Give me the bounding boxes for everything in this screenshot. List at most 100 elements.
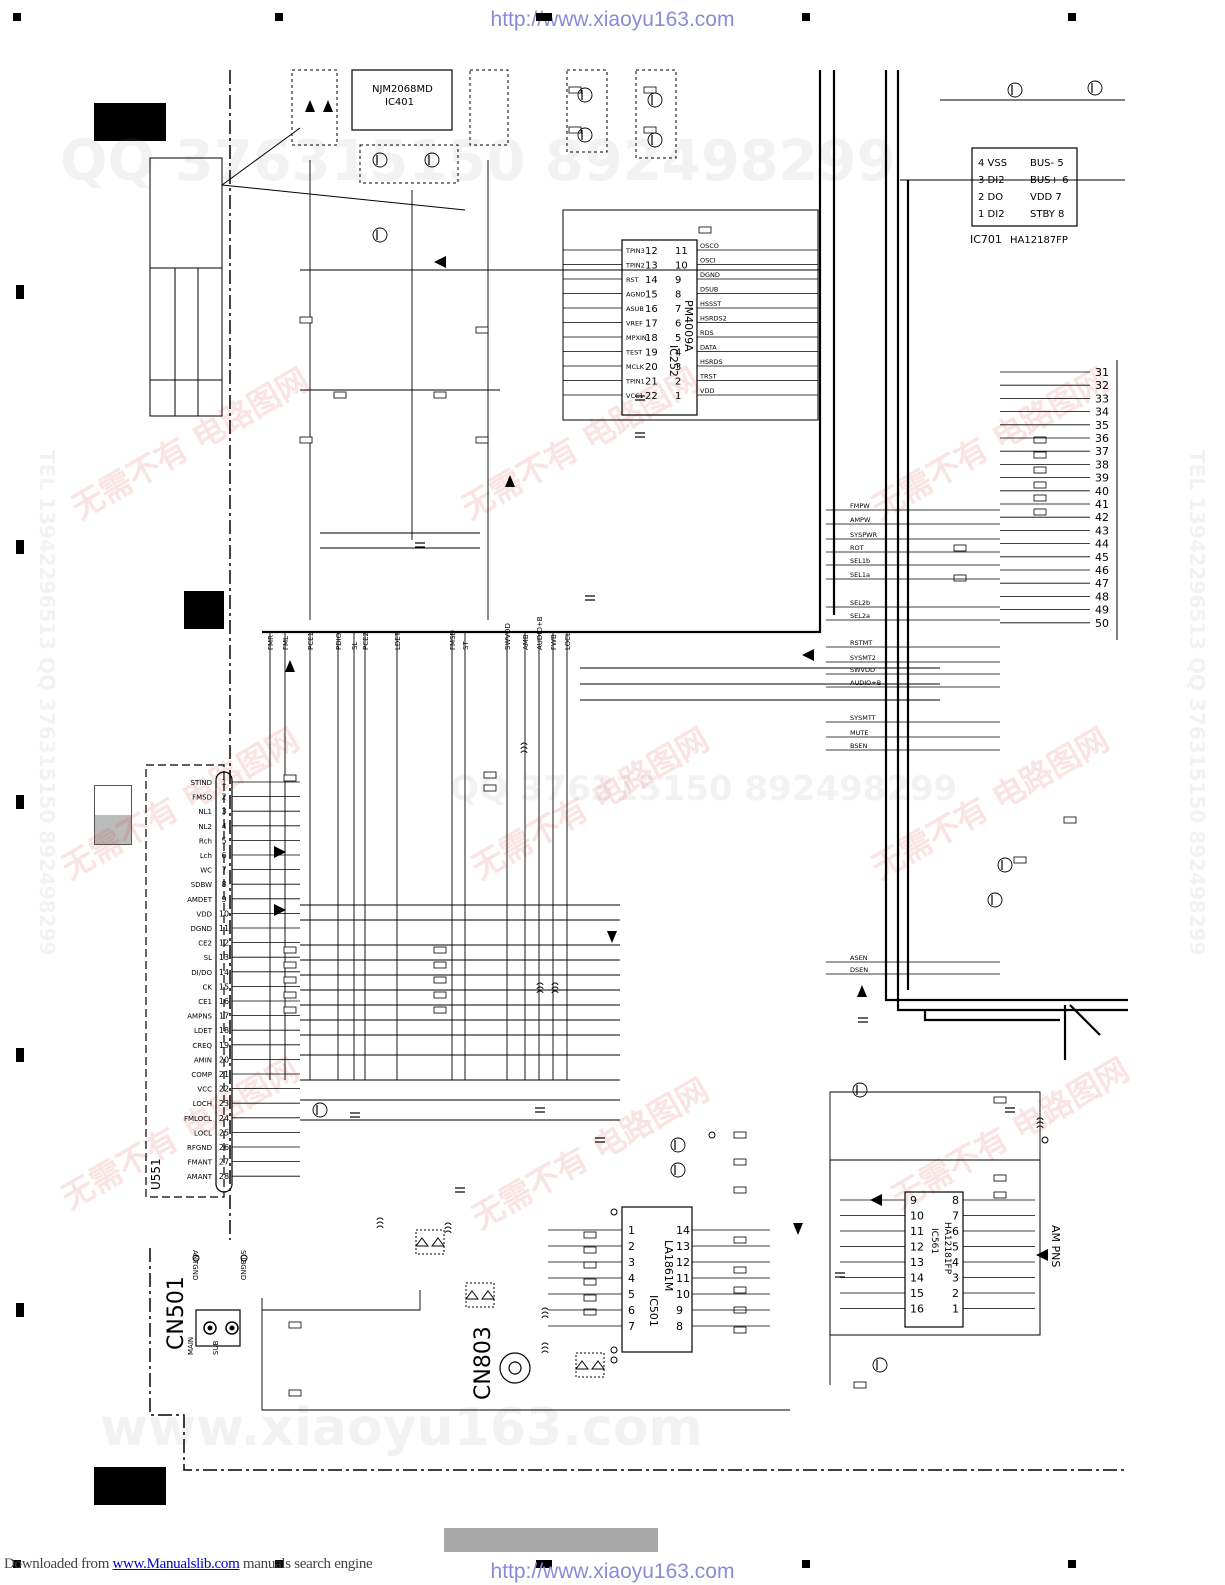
u551-pin-label: LOCH xyxy=(193,1100,212,1108)
ic501-pin-num: 14 xyxy=(676,1224,690,1237)
ic252-pin-num: 13 xyxy=(645,261,658,272)
resistor xyxy=(853,1381,867,1389)
ic252-pin-num: 12 xyxy=(645,246,658,257)
u551-pin-label: LDET xyxy=(194,1027,213,1035)
ic252-pin-num: 8 xyxy=(675,290,681,301)
ic561-pin-num: 3 xyxy=(952,1272,959,1285)
right-signal-label: BSEN xyxy=(850,742,868,750)
right-pin-num: 31 xyxy=(1095,366,1109,379)
u551-pin-label: Rch xyxy=(199,837,212,845)
right-signal-labels: FMPWAMPWSYSPWRROTSEL1bSEL1aSEL2bSEL2aRST… xyxy=(826,502,1000,975)
index-block xyxy=(94,103,166,141)
u551-pin-label: CREQ xyxy=(192,1042,212,1050)
u551-pin-label: DGND xyxy=(191,925,212,933)
resistor xyxy=(1033,466,1047,474)
resistor xyxy=(953,574,967,582)
watermark-tel-right: TEL 13942296513 QQ 376315150 892498299 xyxy=(1185,450,1209,955)
ic561-pin-num: 2 xyxy=(952,1287,959,1300)
u551-pin-label: FMSD xyxy=(192,794,212,802)
cn501-pin-antgnd: ANTGND xyxy=(191,1250,199,1280)
resistor xyxy=(288,1389,302,1397)
transistor xyxy=(1007,82,1023,98)
resistor xyxy=(283,946,297,954)
right-pin-num: 35 xyxy=(1095,419,1109,432)
ic701-label: IC701 xyxy=(970,233,1002,246)
coil xyxy=(541,1350,549,1354)
resistor xyxy=(283,991,297,999)
coil xyxy=(444,1222,452,1226)
resistor xyxy=(1033,494,1047,502)
registration-mark xyxy=(13,1560,21,1568)
coil xyxy=(376,1225,384,1229)
index-block xyxy=(184,591,224,629)
watermark-qq: QQ 376315150 892498299 xyxy=(60,129,896,194)
ic252-pin-label: DGND xyxy=(700,271,720,279)
ic252-pin-num: 2 xyxy=(675,377,681,388)
transistor xyxy=(647,92,663,108)
ic252-pin-label: OSCI xyxy=(700,257,716,265)
bottom-url[interactable]: http://www.xiaoyu163.com xyxy=(490,1560,735,1583)
u551-pin-label: CE2 xyxy=(198,940,212,948)
right-signal-label: SYSPWR xyxy=(850,531,878,539)
ic252-pin-label: AGND xyxy=(626,291,645,299)
ic561-label: IC561 xyxy=(929,1228,939,1254)
side-table xyxy=(149,127,466,417)
resistor xyxy=(1033,436,1047,444)
coil xyxy=(551,986,559,990)
ic252-pin-num: 7 xyxy=(675,304,681,315)
diode xyxy=(481,1290,495,1300)
am-pns-label: AM PNS xyxy=(1049,1225,1062,1267)
ic561-pin-num: 13 xyxy=(910,1256,924,1269)
u551-pin-num: 8 xyxy=(221,880,226,889)
registration-mark xyxy=(1068,13,1076,21)
ic701-pin-left: 3 DI2 xyxy=(978,175,1005,186)
transistor xyxy=(577,127,593,143)
u551-pin-label: LOCL xyxy=(194,1129,212,1137)
transistor xyxy=(852,1082,868,1098)
u551-pins: 1STIND2FMSD3NL14NL25Rch6Lch7WC8SDBW9AMDE… xyxy=(184,778,300,1181)
right-signal-label: AUDIO+B xyxy=(850,679,881,687)
ic501-pin-num: 12 xyxy=(676,1256,690,1269)
ic561-part: HA12181FP xyxy=(942,1222,952,1275)
ic252-pin-label: TPIN2 xyxy=(625,262,645,270)
test-point xyxy=(708,1131,716,1139)
u551-pin-num: 5 xyxy=(221,836,226,845)
resistor xyxy=(643,86,657,94)
u551-pin-label: FMANT xyxy=(188,1159,213,1167)
u551-pin-num: 26 xyxy=(219,1143,229,1152)
manualslib-link[interactable]: www.Manualslib.com xyxy=(112,1556,240,1572)
ic701-pin-left: 2 DO xyxy=(978,192,1003,203)
coil xyxy=(541,1315,549,1319)
u551-pin-label: SL xyxy=(204,954,212,962)
cn803-label: CN803 xyxy=(471,1326,496,1400)
ic701-pin-right: BUS- 5 xyxy=(1030,158,1064,169)
coil xyxy=(520,750,528,754)
transistor xyxy=(872,1357,888,1373)
cn501: CN501 ANTGND SUBGND MAIN SUB xyxy=(164,1250,248,1355)
coil xyxy=(541,1346,549,1350)
resistor xyxy=(733,1326,747,1334)
resistor xyxy=(1033,451,1047,459)
ic701-part: HA12187FP xyxy=(1010,235,1068,246)
ic252-pin-num: 17 xyxy=(645,319,658,330)
coil xyxy=(1036,1121,1044,1125)
ic252-pin-label: TRST xyxy=(699,373,717,381)
bus-signal-label: FMR xyxy=(267,635,275,650)
right-pin-num: 45 xyxy=(1095,551,1109,564)
ic401-part: NJM2068MD xyxy=(372,84,433,95)
diode xyxy=(465,1290,479,1300)
coil xyxy=(444,1226,452,1230)
ic401: NJM2068MD IC401 xyxy=(351,69,453,131)
coil xyxy=(536,990,544,994)
diode xyxy=(591,1360,605,1370)
right-pin-num: 32 xyxy=(1095,379,1109,392)
resistor xyxy=(283,961,297,969)
u551-pin-num: 3 xyxy=(221,807,226,816)
coil xyxy=(1036,1117,1044,1121)
u551-pin-label: CE1 xyxy=(198,998,212,1006)
u551-pin-label: SDBW xyxy=(191,881,212,889)
transistor xyxy=(312,1102,328,1118)
index-block xyxy=(94,1467,166,1505)
right-pin-num: 47 xyxy=(1095,577,1109,590)
watermark-cn: 无需不有 电路图网 xyxy=(65,360,315,526)
